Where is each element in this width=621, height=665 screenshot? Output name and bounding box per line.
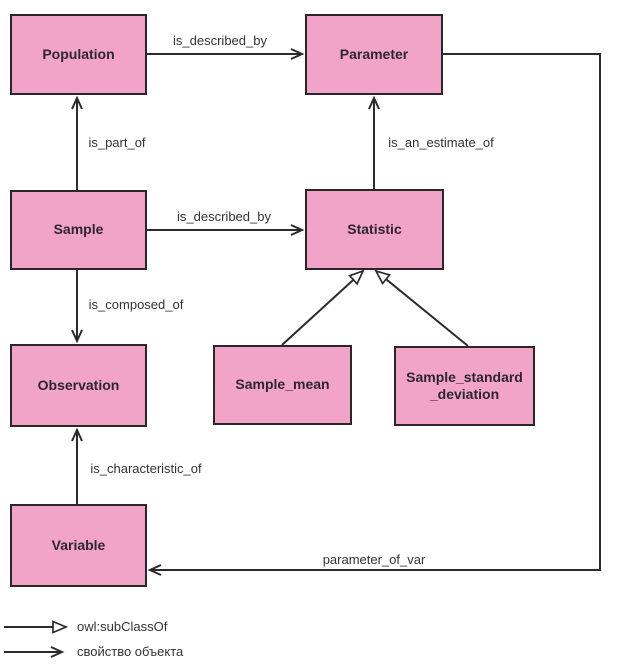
edge-label-is-part-of: is_part_of	[88, 135, 146, 150]
node-observation: Observation	[10, 344, 147, 427]
legend-label-subclassof: owl:subClassOf	[77, 619, 168, 634]
node-sample-mean: Sample_mean	[213, 345, 352, 425]
edge-label-is-described-by-top: is_described_by	[173, 33, 267, 48]
node-sample-standard-deviation: Sample_standard _deviation	[394, 346, 535, 426]
edge-label-is-described-by-middle: is_described_by	[177, 209, 271, 224]
legend-label-object-property: свойство объекта	[77, 644, 184, 659]
edge-parameter-variable	[147, 53, 601, 576]
edge-samplestd-statistic-subclass	[374, 269, 469, 347]
edge-label-is-characteristic-of: is_characteristic_of	[90, 461, 202, 476]
node-population: Population	[10, 14, 147, 95]
node-variable: Variable	[10, 504, 147, 587]
node-sample: Sample	[10, 190, 147, 270]
edge-label-is-an-estimate-of: is_an_estimate_of	[388, 135, 494, 150]
node-statistic: Statistic	[305, 189, 444, 270]
node-parameter: Parameter	[305, 14, 443, 95]
edge-label-is-composed-of: is_composed_of	[88, 297, 184, 312]
edge-samplemean-statistic-subclass	[281, 269, 365, 346]
edge-label-parameter-of-var: parameter_of_var	[322, 552, 426, 567]
